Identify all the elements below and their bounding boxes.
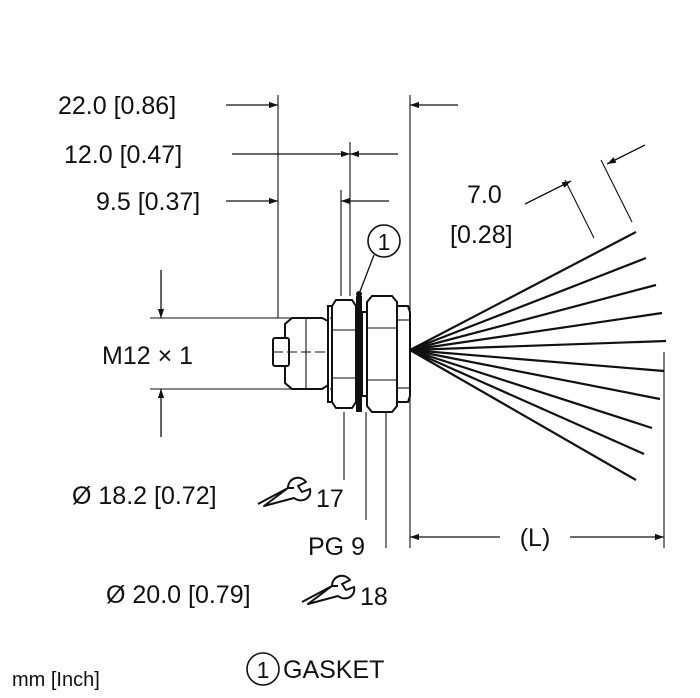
gasket-callout: 1: [356, 224, 401, 297]
nut1-annotation: Ø 18.2 [0.72] 17: [72, 476, 344, 513]
wire-lead: [409, 349, 637, 481]
wire-lead: [409, 231, 637, 351]
extension-line: [600, 159, 633, 223]
wire-lead: [409, 348, 645, 456]
dim-thread-size-label: M12 × 1: [102, 342, 193, 370]
wire-lead: [409, 348, 661, 401]
dim-wire-strip: 7.0 [0.28]: [450, 144, 646, 249]
wire-leads: [409, 231, 667, 481]
dim-overall-length-label: 22.0 [0.86]: [58, 92, 176, 120]
hex-nut-18: [366, 295, 398, 413]
wrench-icon: [301, 574, 356, 605]
dim-thread-size: M12 × 1: [102, 270, 292, 437]
nut1-diameter-label: Ø 18.2 [0.72]: [72, 482, 217, 510]
dim-gasket-offset: 9.5 [0.37]: [96, 188, 389, 296]
dim-gasket-offset-label: 9.5 [0.37]: [96, 188, 200, 216]
gasket: [356, 296, 362, 412]
callout-leader: [358, 254, 375, 295]
front-coupling: [284, 317, 331, 390]
legend-text: GASKET: [283, 656, 384, 684]
units-note: mm [Inch]: [12, 669, 100, 691]
callout-circle: [367, 224, 401, 258]
callout-dot: [356, 291, 362, 297]
pg9-label: PG 9: [308, 533, 365, 561]
nut2-diameter-label: Ø 20.0 [0.79]: [106, 581, 251, 609]
connector-body: [272, 295, 411, 413]
dim-arrow: [606, 144, 646, 165]
dim-front-length-label: 12.0 [0.47]: [64, 141, 182, 169]
dim-arrow: [524, 180, 572, 205]
legend-number: 1: [257, 657, 270, 683]
wire-lead: [409, 348, 653, 430]
wire-lead: [409, 311, 663, 352]
dim-wire-strip-label: 7.0: [467, 181, 502, 209]
dim-front-length: 12.0 [0.47]: [64, 141, 398, 296]
legend-circle: [246, 652, 280, 686]
wire-lead: [409, 283, 657, 352]
wrench-icon: [257, 476, 312, 507]
pg9-thread: [396, 305, 411, 403]
wire-lead: [409, 348, 665, 373]
gasket-legend: 1 GASKET: [246, 652, 384, 686]
nut1-wrench-size: 17: [316, 485, 344, 513]
dim-wire-strip-inch-label: [0.28]: [450, 221, 513, 249]
lower-leaders: [343, 412, 387, 548]
dim-lead-length-label: (L): [520, 524, 551, 552]
nut2-annotation: Ø 20.0 [0.79] 18: [106, 574, 388, 611]
callout-number: 1: [378, 229, 391, 255]
hex-nut-17: [331, 299, 357, 409]
extension-line: [564, 179, 595, 239]
dim-lead-length: (L): [410, 352, 665, 552]
nut2-wrench-size: 18: [360, 583, 388, 611]
wire-lead: [409, 339, 667, 352]
dim-overall-length: 22.0 [0.86]: [58, 92, 458, 548]
wire-lead: [409, 256, 647, 352]
